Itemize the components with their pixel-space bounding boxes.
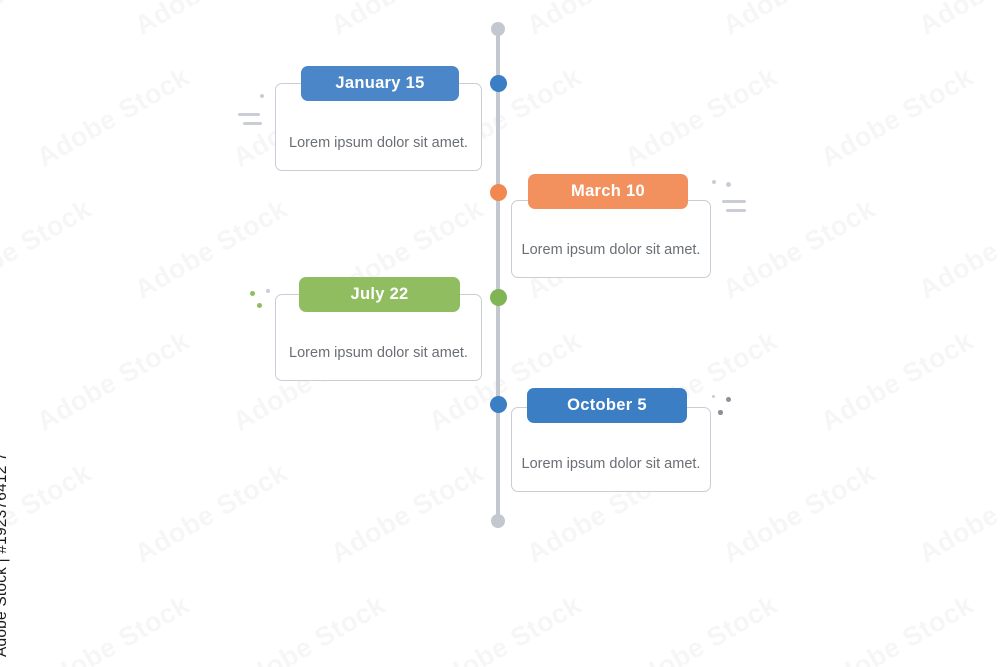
timeline-spine	[496, 28, 500, 528]
milestone-date-label: October 5	[567, 396, 647, 414]
milestone-node[interactable]	[489, 75, 507, 92]
stock-watermark-id: Adobe Stock | #192376412 7	[0, 452, 10, 657]
milestone-card[interactable]: Lorem ipsum dolor sit amet.	[511, 407, 711, 492]
milestone-node[interactable]	[489, 289, 507, 306]
milestone-date-label: July 22	[350, 285, 409, 303]
milestone-body-text: Lorem ipsum dolor sit amet.	[521, 455, 701, 472]
milestone-card[interactable]: Lorem ipsum dolor sit amet.	[511, 200, 711, 278]
milestone-date-pill[interactable]: January 15	[301, 66, 459, 101]
milestone-date-label: January 15	[335, 74, 425, 92]
timeline-spine-cap-bottom	[491, 514, 505, 528]
milestone-body-text: Lorem ipsum dolor sit amet.	[289, 344, 468, 361]
milestone-body-text: Lorem ipsum dolor sit amet.	[521, 241, 701, 258]
timeline-spine-cap-top	[491, 22, 505, 36]
milestone-node[interactable]	[489, 396, 507, 413]
milestone-node[interactable]	[489, 184, 507, 201]
milestone-date-label: March 10	[571, 182, 645, 200]
milestone-body-text: Lorem ipsum dolor sit amet.	[289, 134, 468, 151]
milestone-date-pill[interactable]: March 10	[528, 174, 688, 209]
milestone-date-pill[interactable]: October 5	[527, 388, 687, 423]
milestone-date-pill[interactable]: July 22	[299, 277, 460, 312]
